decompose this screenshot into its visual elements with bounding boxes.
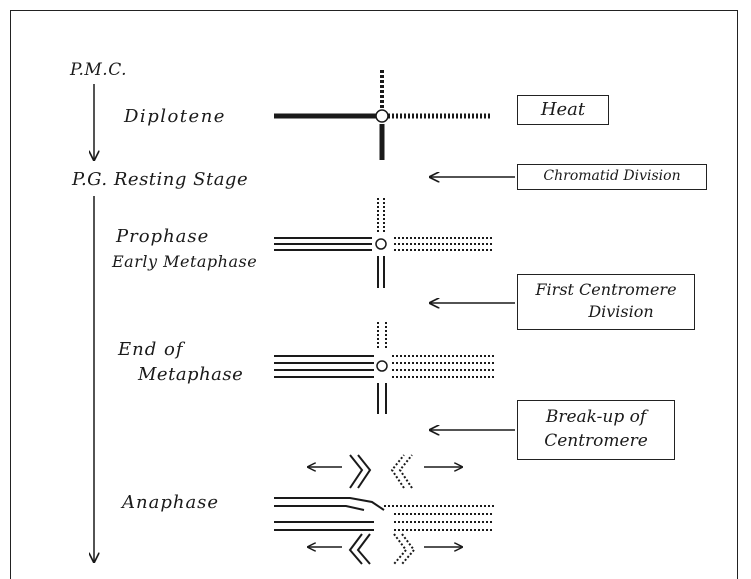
chromosome-end-metaphase bbox=[274, 322, 494, 414]
event-box-breakup-centromere: Break-up of Centromere bbox=[517, 400, 675, 460]
event-box-first-centromere: First Centromere Division bbox=[517, 274, 695, 330]
chromosome-diplotene bbox=[274, 70, 492, 160]
event-breakup-line1: Break-up of bbox=[545, 407, 647, 427]
stage-label-end-of: End of bbox=[118, 339, 184, 360]
event-breakup-line2: Centromere bbox=[544, 431, 648, 451]
stage-label-pg-resting: P.G. Resting Stage bbox=[72, 169, 249, 190]
chromosome-prophase bbox=[274, 198, 494, 288]
stage-label-pmc: P.M.C. bbox=[70, 60, 128, 80]
event-first-centromere-line1: First Centromere bbox=[535, 280, 677, 299]
event-box-chromatid-division: Chromatid Division bbox=[517, 164, 707, 190]
event-heat-text: Heat bbox=[540, 99, 586, 120]
event-box-heat: Heat bbox=[517, 95, 609, 125]
event-first-centromere-line2: Division bbox=[588, 302, 654, 321]
stage-label-anaphase: Anaphase bbox=[122, 492, 220, 513]
stage-label-early-metaphase: Early Metaphase bbox=[112, 252, 258, 271]
stage-label-metaphase: Metaphase bbox=[138, 364, 244, 385]
figure-frame bbox=[10, 10, 738, 579]
chromosome-anaphase bbox=[274, 454, 494, 565]
stage-label-prophase: Prophase bbox=[116, 226, 210, 247]
event-chromatid-division-text: Chromatid Division bbox=[543, 168, 681, 184]
stage-label-diplotene: Diplotene bbox=[124, 106, 226, 127]
